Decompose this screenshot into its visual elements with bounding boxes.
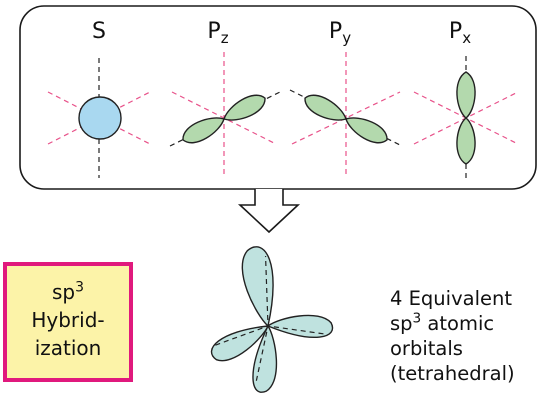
hybrid-lobe-right [266, 314, 334, 338]
pz-orbital: Pz [169, 19, 281, 178]
description-line3: orbitals [390, 337, 463, 360]
px-lobe-bottom [456, 117, 476, 165]
px-orbital: Px [413, 19, 519, 178]
description-line1: 4 Equivalent [390, 287, 512, 310]
px-lobe-top [456, 71, 476, 119]
pz-orbital-label: Pz [207, 19, 228, 47]
px-orbital-label: Px [449, 19, 471, 47]
pz-lobe-left [182, 117, 225, 144]
hybridization-line3: ization [34, 336, 102, 360]
description-line4: (tetrahedral) [390, 362, 515, 385]
hybrid-lobe-top [241, 246, 274, 328]
s-orbital: S [47, 19, 151, 178]
py-orbital-label: Py [329, 19, 351, 47]
py-orbital: Py [289, 19, 403, 178]
s-orbital-label: S [92, 19, 106, 44]
hybridization-box: sp3 Hybrid- ization [3, 262, 133, 382]
sp3-hybrid-orbitals [210, 246, 334, 393]
sp3-description: 4 Equivalent sp3 atomic orbitals (tetrah… [390, 286, 540, 386]
hybrid-lobe-bottom [252, 324, 278, 393]
py-lobe-left [304, 94, 347, 121]
hybridization-line2: Hybrid- [31, 308, 105, 332]
description-line2: sp3 atomic [390, 310, 495, 335]
s-orbital-sphere [78, 96, 122, 140]
hybrid-lobe-left [210, 325, 270, 362]
down-arrow-icon [237, 189, 301, 234]
py-lobe-right [345, 117, 388, 144]
pz-lobe-right [223, 94, 266, 121]
hybridization-line1: sp3 [51, 279, 85, 304]
